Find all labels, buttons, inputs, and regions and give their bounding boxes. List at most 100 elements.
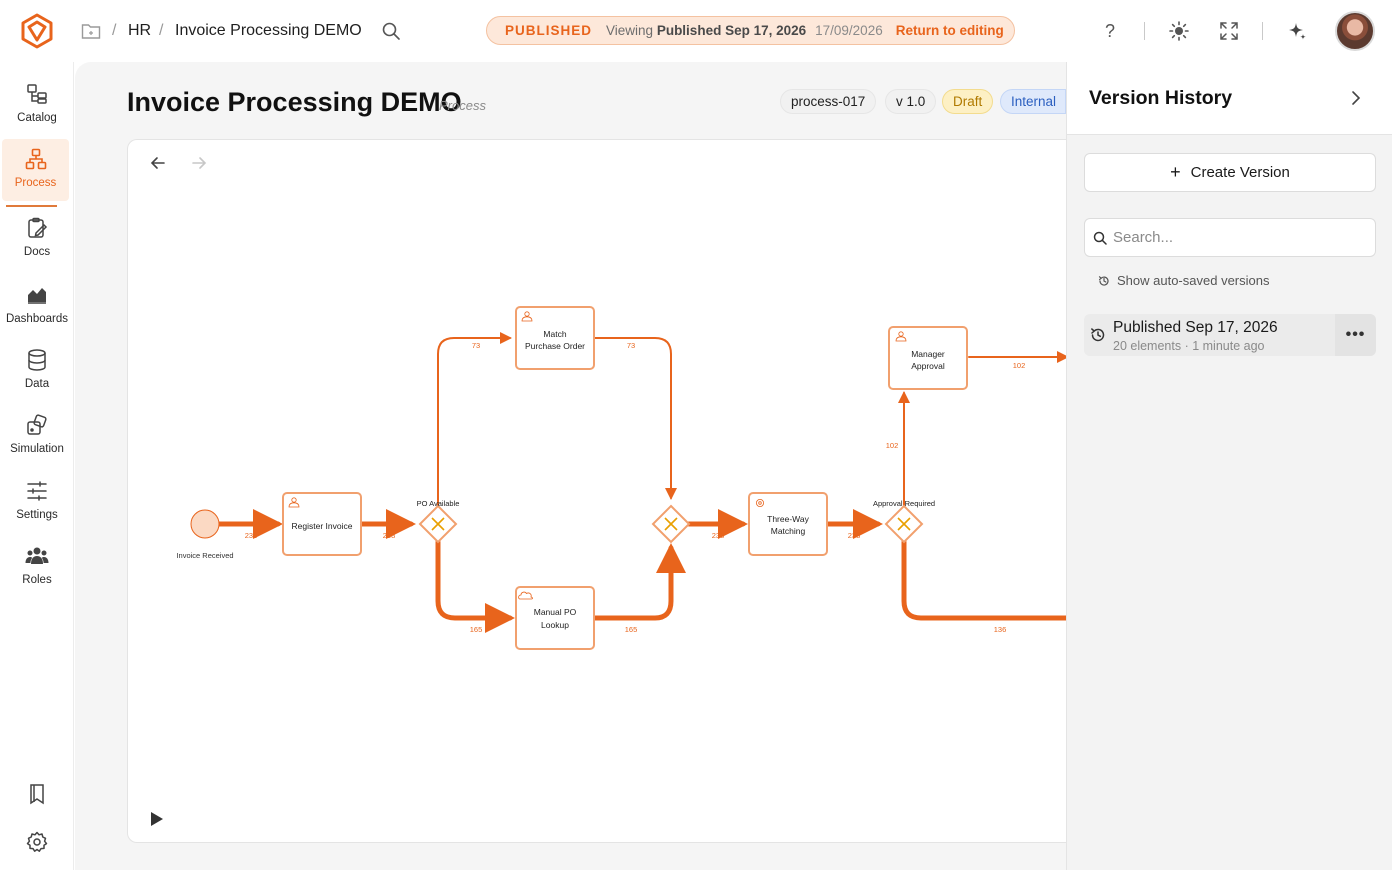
breadcrumb-item-hr[interactable]: HR [128, 22, 152, 39]
sidebar-item-data[interactable]: Data [0, 340, 74, 400]
gear-icon[interactable] [25, 830, 49, 854]
task-label: Matching [771, 526, 806, 536]
task-label: Purchase Order [525, 341, 585, 351]
task-label: Lookup [541, 620, 569, 630]
user-task-icon [288, 497, 300, 508]
flow-count-label: 102 [1013, 361, 1026, 370]
visibility-badge: Internal [1000, 89, 1066, 114]
folder-icon[interactable] [81, 22, 101, 40]
forward-arrow-icon[interactable] [190, 154, 208, 172]
version-history-panel: Version History + Create Version Show au… [1066, 62, 1392, 870]
sidebar-item-docs[interactable]: Docs [0, 208, 74, 268]
gateway-approval-required[interactable] [884, 504, 924, 544]
fullscreen-icon[interactable] [1218, 20, 1240, 42]
task-register-invoice[interactable]: Register Invoice [282, 492, 362, 556]
top-bar: / HR / Invoice Processing DEMO PUBLISHED… [0, 0, 1392, 62]
viewing-version: Published Sep 17, 2026 [656, 23, 807, 38]
sidebar-item-label: Dashboards [5, 313, 68, 325]
back-arrow-icon[interactable] [149, 154, 167, 172]
sidebar-item-simulation[interactable]: Simulation [0, 405, 74, 465]
viewing-prefix: Viewing [606, 23, 657, 38]
version-item-title: Published Sep 17, 2026 [1113, 319, 1278, 336]
chevron-right-icon[interactable] [1346, 89, 1364, 107]
sidebar-item-label: Docs [23, 246, 51, 258]
process-id-badge: process-017 [780, 89, 877, 114]
sidebar-item-dashboards[interactable]: Dashboards [0, 275, 74, 335]
main-content: Invoice Processing DEMO Process process-… [75, 62, 1066, 870]
catalog-icon [27, 84, 47, 104]
sidebar-divider [6, 205, 57, 207]
more-options-icon[interactable]: ••• [1335, 314, 1376, 356]
sidebar-item-roles[interactable]: Roles [0, 536, 74, 596]
cloud-task-icon [518, 591, 533, 600]
left-sidebar: Catalog Process Docs Dashboards Data Sim… [0, 62, 74, 870]
version-history-title: Version History [1089, 87, 1233, 109]
task-manager-approval[interactable]: Manager Approval [888, 326, 968, 390]
play-simulation-icon[interactable] [149, 810, 165, 828]
version-search-field[interactable] [1084, 218, 1376, 257]
draft-status-badge: Draft [942, 89, 994, 114]
show-auto-saved-toggle[interactable]: Show auto-saved versions [1098, 273, 1269, 288]
settings-sliders-icon [27, 481, 47, 501]
history-icon [1098, 275, 1109, 286]
sidebar-item-catalog[interactable]: Catalog [0, 74, 74, 134]
version-item-meta: 20 elements · 1 minute ago [1113, 339, 1265, 353]
flow-count-label: 238 [245, 531, 258, 540]
data-icon [28, 349, 46, 371]
flow-gw3-bypass [901, 539, 1066, 621]
flow-count-label: 165 [625, 625, 638, 634]
sidebar-item-label: Roles [22, 574, 52, 586]
user-task-icon [895, 331, 907, 342]
search-icon [1093, 231, 1107, 245]
app-logo-icon[interactable] [20, 13, 54, 49]
task-manual-po-lookup[interactable]: Manual PO Lookup [515, 586, 595, 650]
start-event[interactable] [190, 509, 220, 539]
task-label: Match [543, 329, 566, 339]
gateway-label: PO Available [417, 499, 460, 508]
flow-count-label: 136 [994, 625, 1007, 634]
task-label: Three-Way [767, 514, 809, 524]
viewing-date: 17/09/2026 [815, 23, 883, 38]
start-event-label: Invoice Received [176, 551, 233, 560]
sidebar-item-settings[interactable]: Settings [0, 471, 74, 531]
history-icon [1091, 328, 1105, 342]
roles-icon [25, 547, 49, 564]
service-task-gear-icon [756, 498, 765, 507]
version-history-header: Version History [1067, 62, 1392, 135]
breadcrumb-separator: / [112, 22, 117, 39]
version-item[interactable]: Published Sep 17, 2026 20 elements · 1 m… [1084, 314, 1376, 356]
ai-sparkle-icon[interactable] [1286, 20, 1308, 42]
version-badge: v 1.0 [885, 89, 937, 114]
sidebar-item-label: Simulation [10, 443, 64, 455]
sidebar-item-process[interactable]: Process [2, 139, 69, 201]
process-icon [25, 148, 46, 170]
simulation-icon [27, 414, 47, 435]
flow-gw1-manual [435, 539, 515, 633]
bpmn-diagram: 238 238 73 73 165 165 238 238 102 102 13… [176, 306, 1066, 650]
return-to-editing-link[interactable]: Return to editing [895, 23, 1004, 38]
gateway-po-available[interactable] [418, 504, 458, 544]
help-icon[interactable]: ? [1104, 20, 1115, 41]
create-version-button[interactable]: + Create Version [1084, 153, 1376, 192]
bookmark-icon[interactable] [25, 782, 49, 806]
version-search-input[interactable] [1113, 229, 1363, 246]
search-icon[interactable] [381, 21, 401, 41]
toolbar-divider [1144, 22, 1145, 40]
task-label: Approval [911, 361, 945, 371]
process-canvas[interactable]: 238 238 73 73 165 165 238 238 102 102 13… [127, 139, 1066, 843]
task-three-way-matching[interactable]: Three-Way Matching [748, 492, 828, 556]
gateway-merge[interactable] [651, 504, 691, 544]
task-match-purchase-order[interactable]: Match Purchase Order [515, 306, 595, 370]
task-label: Manager [911, 349, 945, 359]
page-subtitle: Process [439, 98, 486, 113]
theme-icon[interactable] [1168, 20, 1190, 42]
sidebar-item-label: Data [24, 378, 50, 390]
flow-count-label: 102 [886, 441, 899, 450]
user-avatar[interactable] [1335, 11, 1375, 51]
sidebar-item-label: Catalog [17, 112, 57, 124]
show-auto-saved-label: Show auto-saved versions [1117, 273, 1270, 288]
breadcrumb-item-process[interactable]: Invoice Processing DEMO [175, 22, 362, 39]
published-status: PUBLISHED [505, 23, 593, 38]
viewing-label: Viewing Published Sep 17, 2026 [606, 23, 806, 38]
plus-icon: + [1170, 162, 1181, 182]
